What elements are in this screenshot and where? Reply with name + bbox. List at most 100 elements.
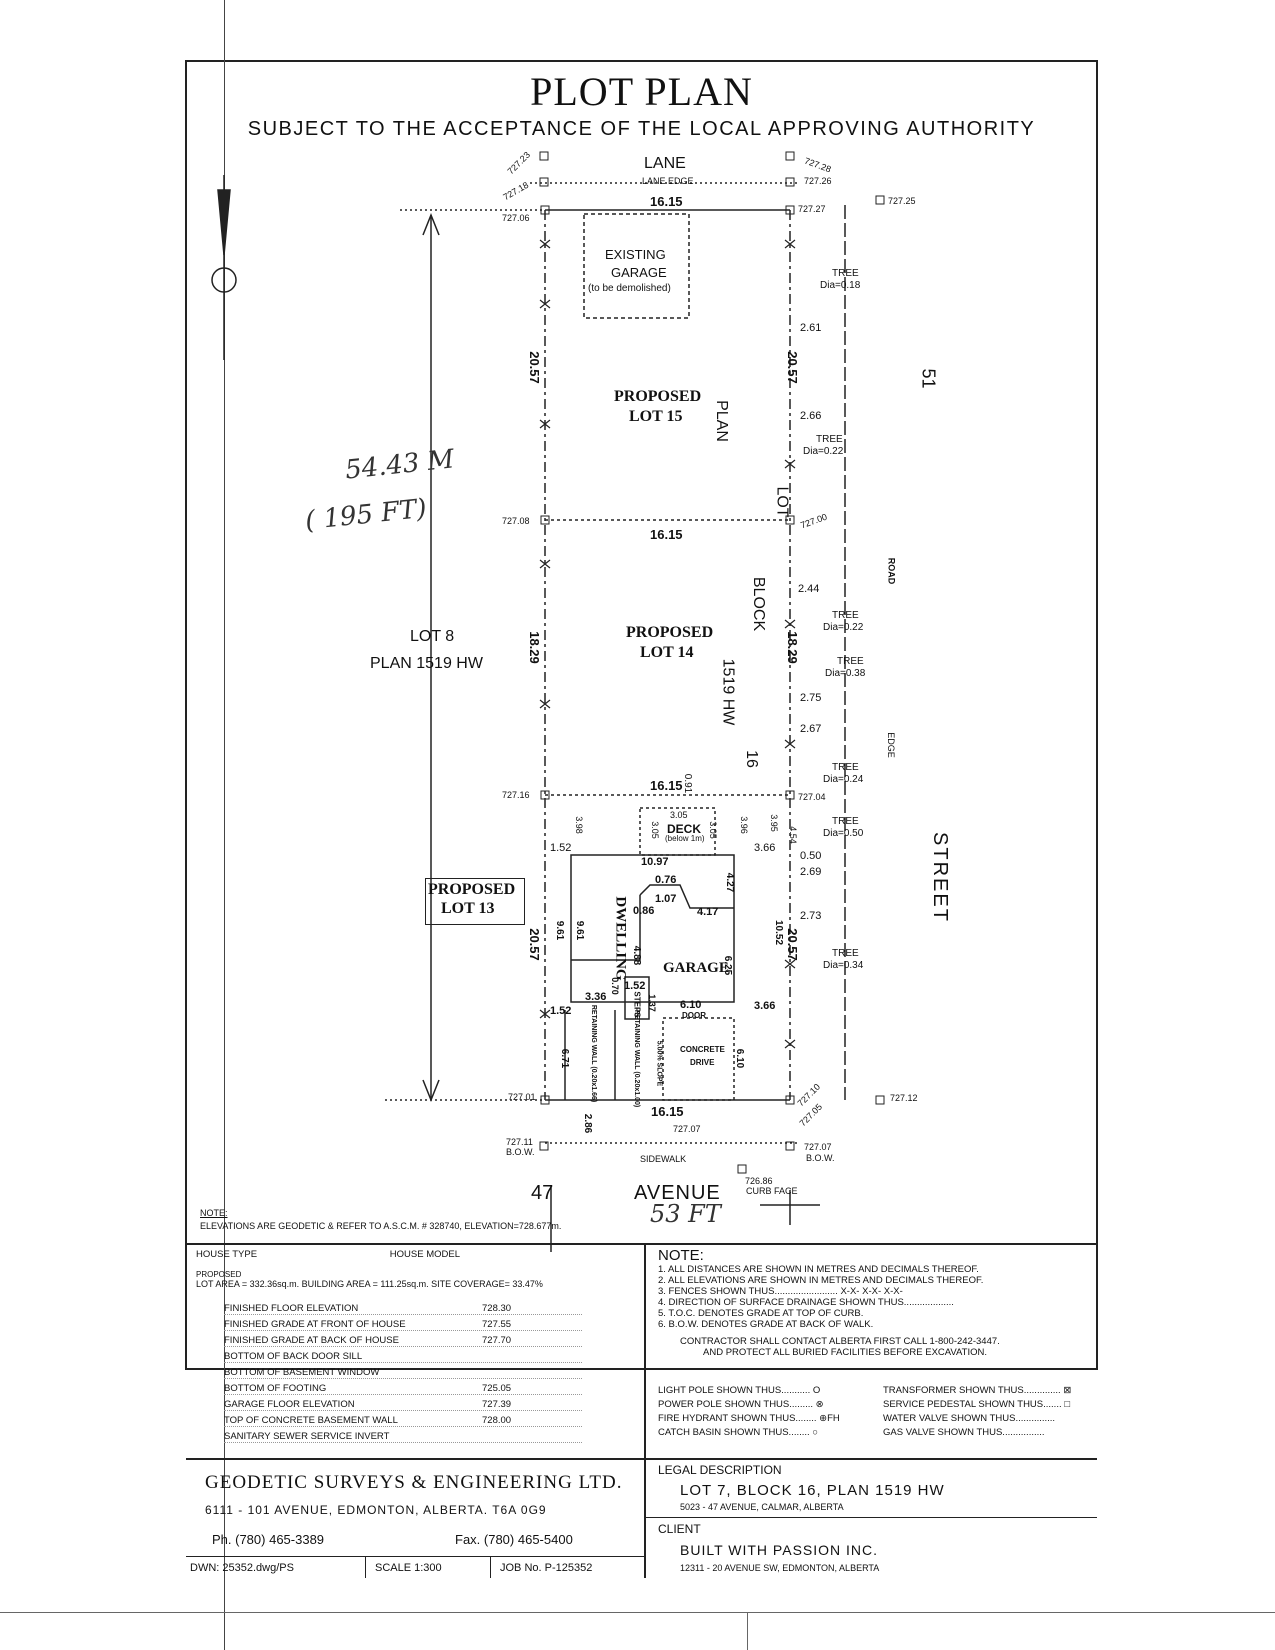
binder-margin-line [224, 0, 225, 1650]
north-arrow-circle [211, 267, 237, 293]
tree-7-label: TREE [832, 948, 859, 959]
house-jog-line [639, 884, 734, 909]
garage-door-width: 6.10 [680, 999, 702, 1011]
client-address: 12311 - 20 AVENUE SW, EDMONTON, ALBERTA [680, 1563, 880, 1573]
company-name: GEODETIC SURVEYS & ENGINEERING LTD. [205, 1472, 623, 1493]
tree-5-dia: Dia=0.24 [823, 774, 864, 785]
dim-336: 3.36 [585, 991, 607, 1003]
elev-72716: 727.16 [502, 790, 530, 800]
dim-417: 4.17 [697, 906, 719, 918]
edge-label: EDGE [885, 732, 896, 758]
dim-396: 3.96 [738, 816, 749, 834]
fence-marks [539, 239, 796, 1049]
tree-5-label: TREE [832, 762, 859, 773]
tree-offset-244: 2.44 [798, 583, 820, 595]
house-model-label: HOUSE MODEL [389, 1249, 460, 1260]
tree-offset-269: 2.69 [800, 866, 822, 878]
dim-427: 4.27 [724, 872, 736, 893]
tree-1-label: TREE [832, 268, 859, 279]
existing-garage-outline [583, 213, 690, 319]
lot13-west-dim: 20.57 [526, 928, 542, 961]
dim-086: 0.86 [633, 905, 655, 917]
dwn-scale-divider [365, 1557, 366, 1578]
tree-3-label: TREE [832, 610, 859, 621]
dim-305-left: 3.05 [649, 821, 660, 839]
contractor-note-1: CONTRACTOR SHALL CONTACT ALBERTA FIRST C… [680, 1336, 1000, 1347]
tree-offset-261: 2.61 [800, 322, 822, 334]
legal-description-line2: 5023 - 47 AVENUE, CALMAR, ALBERTA [680, 1502, 844, 1512]
driveway-outline [662, 1017, 735, 1101]
notes-header: NOTE: [658, 1247, 704, 1264]
dim-137: 1.37 [646, 994, 657, 1012]
house-width: 10.97 [641, 856, 669, 868]
house-type-label: HOUSE TYPE [196, 1249, 258, 1260]
dim-488: 4.88 [631, 945, 643, 966]
note-item: 1. ALL DISTANCES ARE SHOWN IN METRES AND… [658, 1264, 979, 1275]
dwelling-label: DWELLING [612, 896, 629, 981]
dim-1052: 10.52 [773, 919, 785, 946]
concrete-drive-label-2: DRIVE [690, 1058, 715, 1067]
dwelling-garage-divider [571, 895, 641, 961]
legend-water-valve: WATER VALVE SHOWN THUS............... [883, 1413, 1056, 1424]
divider-info-vertical [644, 1243, 646, 1578]
elevation-note-label: NOTE: [200, 1208, 228, 1218]
page-subtitle: SUBJECT TO THE ACCEPTANCE OF THE LOCAL A… [247, 118, 1036, 140]
lane-edge-label: LANE EDGE [642, 176, 694, 186]
lot-vertical-label: LOT [773, 486, 791, 518]
tree-4-dia: Dia=0.38 [825, 668, 866, 679]
block-vertical-label: BLOCK [750, 576, 768, 632]
elev-72706: 727.06 [502, 213, 530, 223]
house-info-panel: HOUSE TYPE HOUSE MODEL PROPOSED LOT AREA… [186, 1243, 642, 1443]
curb-face-label: CURB FACE [746, 1186, 798, 1196]
garage-label: GARAGE [663, 960, 729, 976]
rear-setback-left: 1.52 [550, 842, 572, 854]
dim-091: 0.91 [682, 773, 694, 794]
lot8-plan-label: PLAN 1519 HW [370, 655, 483, 672]
lot15-front-dim: 16.15 [650, 527, 683, 542]
bow-left-label: B.O.W. [506, 1147, 535, 1157]
lot14-label-1: PROPOSED [626, 624, 714, 641]
elev-72686: 726.86 [745, 1176, 773, 1186]
table-row: BOTTOM OF BASEMENT WINDOW [224, 1363, 582, 1379]
driveway-left-dim: 6.71 [559, 1048, 571, 1069]
lot15-east-dim: 20.57 [784, 351, 800, 384]
avenue-label: AVENUE [634, 1182, 721, 1204]
lot14-west-dim: 18.29 [526, 631, 542, 664]
tree-6-label: TREE [832, 816, 859, 827]
existing-garage-label-3: (to be demolished) [588, 283, 671, 294]
steps-outline [624, 976, 650, 1020]
deck-outline [639, 807, 716, 856]
legal-description-header: LEGAL DESCRIPTION [658, 1463, 782, 1477]
lane-label: LANE [644, 155, 686, 172]
note-item: 3. FENCES SHOWN THUS....................… [658, 1286, 903, 1297]
tree-3-dia: Dia=0.22 [823, 622, 864, 633]
notes-panel: NOTE: 1. ALL DISTANCES ARE SHOWN IN METR… [658, 1247, 1088, 1358]
dim-454: 4.54 [787, 826, 798, 844]
dim-076: 0.76 [655, 874, 677, 886]
elev-72711: 727.11 [506, 1137, 533, 1147]
street-number-label: 51 [918, 368, 939, 389]
front-setback-left: 1.52 [550, 1005, 572, 1017]
company-phone: Ph. (780) 465-3389 [212, 1532, 325, 1547]
legend-transformer: TRANSFORMER SHOWN THUS.............. ⊠ [883, 1385, 1072, 1396]
elev-72707-a: 727.07 [673, 1124, 701, 1134]
bow-right-label: B.O.W. [806, 1153, 835, 1163]
drawing-scale: SCALE 1:300 [375, 1562, 442, 1574]
lot-area-summary: LOT AREA = 332.36sq.m. BUILDING AREA = 1… [196, 1279, 543, 1289]
deck-width: 3.05 [670, 810, 688, 820]
arrow-head-top [422, 212, 440, 236]
lot13-label-1: PROPOSED [428, 881, 516, 898]
plan-vertical-label: PLAN [712, 400, 730, 442]
existing-garage-label-1: EXISTING [605, 247, 666, 262]
rear-dimension: 16.15 [650, 194, 683, 209]
garage-door-label: DOOR [682, 1011, 706, 1020]
handwritten-width-ft: 53 FT [650, 1200, 721, 1228]
elev-72712: 727.12 [890, 1093, 918, 1103]
lot13-front-dim: 16.15 [651, 1104, 684, 1119]
elev-72707-b: 727.07 [804, 1142, 832, 1152]
